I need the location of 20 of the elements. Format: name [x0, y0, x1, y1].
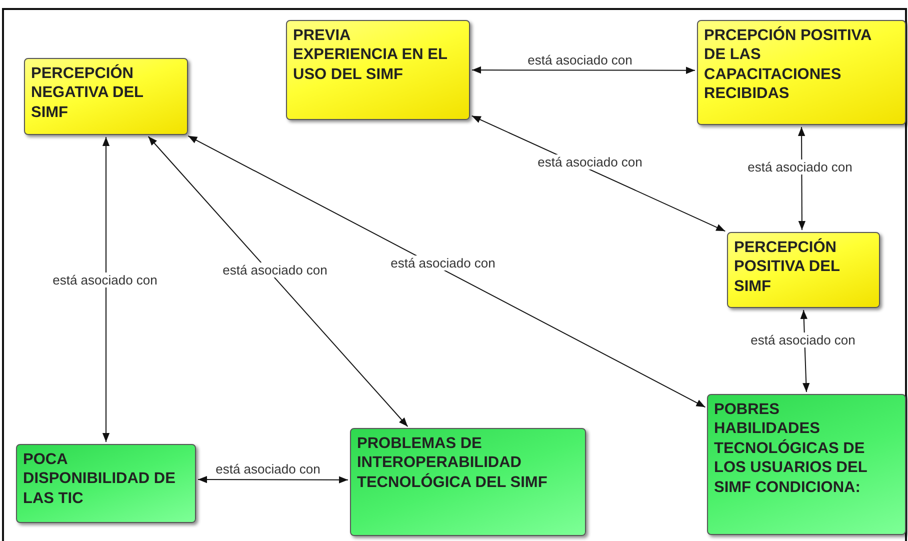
concept-box: PREVIA EXPERIENCIA EN EL USO DEL SIMF [286, 20, 470, 120]
concept-box: POCA DISPONIBILIDAD DE LAS TIC [16, 444, 196, 523]
connector-arrow [148, 136, 408, 427]
edge-label: está asociado con [748, 332, 858, 348]
edge-label: está asociado con [536, 154, 644, 170]
concept-box: POBRES HABILIDADES TECNOLÓGICAS DE LOS USUARIOS DEL SIMF CONDICIONA: [707, 394, 906, 535]
concept-box: PROBLEMAS DE INTEROPERABILIDAD TECNOLÓGICA DEL SIMF [350, 428, 586, 536]
edge-label: está asociado con [214, 462, 322, 476]
connector-arrow [102, 136, 110, 442]
edge-label: está asociado con [50, 272, 160, 288]
edge-label: está asociado con [220, 262, 330, 278]
connector-arrow [188, 135, 706, 408]
connector-arrow [472, 66, 696, 74]
concept-box: PRCEPCIÓN POSITIVA DE LAS CAPACITACIONES RECIBIDAS [697, 20, 906, 125]
edge-label: está asociado con [526, 52, 634, 68]
concept-box: PERCEPCIÓN NEGATIVA DEL SIMF [24, 58, 188, 135]
concept-box: PERCEPCIÓN POSITIVA DEL SIMF [727, 232, 880, 308]
edge-label: está asociado con [746, 160, 854, 174]
connector-arrow [198, 476, 348, 484]
edge-label: está asociado con [388, 256, 498, 270]
